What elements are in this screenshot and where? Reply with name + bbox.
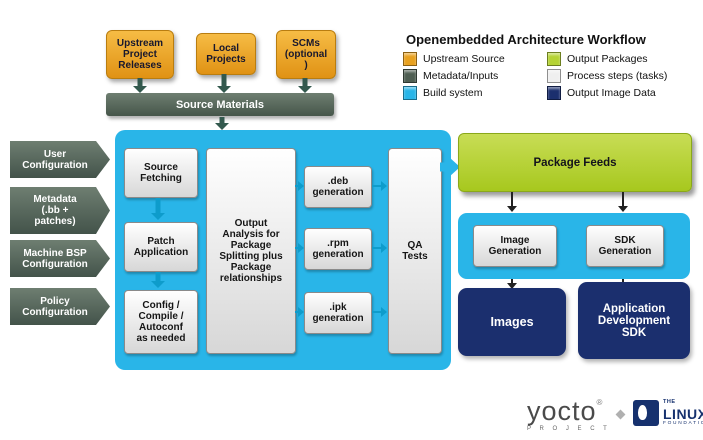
- sdk-generation-box: SDK Generation: [586, 225, 664, 267]
- application-development-sdk-box: Application Development SDK: [578, 282, 690, 359]
- arrow-analysis-to-deb-icon: [295, 179, 304, 193]
- logo-separator-diamond-icon: [615, 409, 626, 420]
- linux-foundation-logo: THE LINUX FOUNDATION: [633, 399, 703, 427]
- legend-label: Output Image Data: [567, 87, 656, 99]
- legend-label: Metadata/Inputs: [423, 70, 499, 82]
- legend-label: Output Packages: [567, 53, 648, 65]
- output-analysis-box: Output Analysis for Package Splitting pl…: [206, 148, 296, 354]
- images-box: Images: [458, 288, 566, 356]
- image-generation-box: Image Generation: [473, 225, 557, 267]
- registered-mark: ®: [596, 398, 603, 407]
- legend-item-build-system: Build system: [403, 86, 483, 100]
- arrow-upstream-to-source-materials-icon: [132, 78, 148, 93]
- lf-the-label: THE: [663, 399, 676, 405]
- linux-foundation-wordmark: THE LINUX FOUNDATION: [663, 399, 703, 426]
- arrow-analysis-to-ipk-icon: [295, 305, 304, 319]
- input-chevron-policy-configuration: Policy Configuration: [10, 288, 110, 325]
- source-fetching-box: Source Fetching: [124, 148, 198, 198]
- input-chevron-machine-bsp-configuration: Machine BSP Configuration: [10, 240, 110, 277]
- legend-item-upstream-source: Upstream Source: [403, 52, 505, 66]
- upstream-source-swatch-icon: [403, 52, 417, 66]
- build-system-swatch-icon: [403, 86, 417, 100]
- local-projects-box: Local Projects: [196, 33, 256, 75]
- yocto-project-label: P R O J E C T: [527, 426, 611, 432]
- metadata-inputs-swatch-icon: [403, 69, 417, 83]
- legend-item-output-packages: Output Packages: [547, 52, 648, 66]
- deb-generation-box: .deb generation: [304, 166, 372, 208]
- arrow-image-generation-to-images-icon: [506, 279, 518, 289]
- patch-application-box: Patch Application: [124, 222, 198, 272]
- arrow-deb-to-qa-icon: [372, 179, 387, 193]
- yocto-logo: yocto® P R O J E C T: [527, 396, 614, 433]
- legend-item-process-steps: Process steps (tasks): [547, 69, 667, 83]
- scms-optional-box: SCMs (optional ): [276, 30, 336, 79]
- legend-label: Upstream Source: [423, 53, 505, 65]
- arrow-rpm-to-qa-icon: [372, 241, 387, 255]
- package-feeds-box: Package Feeds: [458, 133, 692, 192]
- upstream-project-releases-box: Upstream Project Releases: [106, 30, 174, 79]
- source-materials-bar: Source Materials: [106, 93, 334, 116]
- arrow-analysis-to-rpm-icon: [295, 241, 304, 255]
- ipk-generation-box: .ipk generation: [304, 292, 372, 334]
- arrow-scms-to-source-materials-icon: [297, 78, 313, 93]
- arrow-source-materials-to-build-icon: [214, 117, 230, 130]
- arrow-fetch-to-patch-icon: [151, 198, 165, 220]
- diagram-title: Openembedded Architecture Workflow: [406, 32, 646, 47]
- arrow-local-to-source-materials-icon: [216, 74, 232, 93]
- arrow-qa-to-package-feeds-icon: [440, 156, 460, 178]
- arrow-patch-to-config-icon: [151, 272, 165, 288]
- arrow-feeds-to-sdk-generation-icon: [617, 192, 629, 212]
- arrow-feeds-to-image-generation-icon: [506, 192, 518, 212]
- rpm-generation-box: .rpm generation: [304, 228, 372, 270]
- legend-item-output-image-data: Output Image Data: [547, 86, 656, 100]
- legend-item-metadata-inputs: Metadata/Inputs: [403, 69, 498, 83]
- tux-penguin-icon: [633, 400, 659, 427]
- arrow-ipk-to-qa-icon: [372, 305, 387, 319]
- input-chevron-user-configuration: User Configuration: [10, 141, 110, 178]
- yocto-wordmark: yocto: [527, 396, 597, 426]
- input-chevron-metadata: Metadata (.bb + patches): [10, 187, 110, 234]
- lf-linux-label: LINUX: [663, 405, 703, 422]
- output-image-data-swatch-icon: [547, 86, 561, 100]
- qa-tests-box: QA Tests: [388, 148, 442, 354]
- lf-foundation-label: FOUNDATION: [663, 420, 703, 426]
- legend-label: Process steps (tasks): [567, 70, 668, 82]
- process-steps-swatch-icon: [547, 69, 561, 83]
- output-packages-swatch-icon: [547, 52, 561, 66]
- config-compile-box: Config / Compile / Autoconf as needed: [124, 290, 198, 354]
- legend-label: Build system: [423, 87, 483, 99]
